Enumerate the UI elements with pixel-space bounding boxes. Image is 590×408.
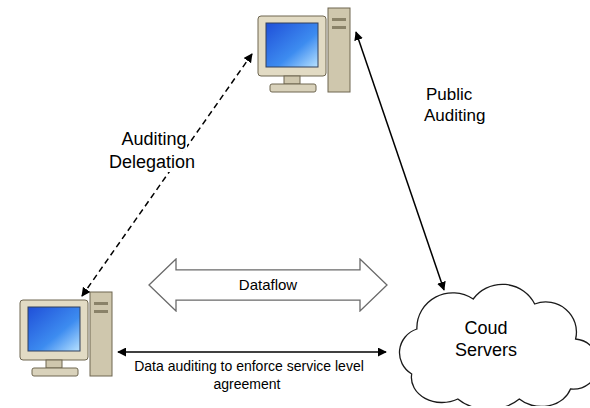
solid-arrow [118,351,386,353]
cloud-outline [399,284,590,406]
dataflow-arrow: Dataflow [148,258,388,312]
node-text: Coud Servers [441,318,531,361]
solid-arrow [356,32,444,290]
edge-label: Data auditing to enforce service level a… [132,358,364,392]
dashed-arrow [82,54,252,296]
label-box: Data auditing to enforce service level a… [132,358,364,393]
label-box: Auditing Delegation [92,128,214,173]
block-arrow-outline [149,259,387,311]
cloud-shape: Coud Servers [381,274,590,406]
computer-icon [20,292,112,376]
edge-label: Public Auditing [424,85,487,125]
node-text: Dataflow [239,276,297,294]
edge-label: Auditing Delegation [109,129,197,172]
label-box: Public Auditing [424,84,520,127]
computer-icon [258,8,350,92]
